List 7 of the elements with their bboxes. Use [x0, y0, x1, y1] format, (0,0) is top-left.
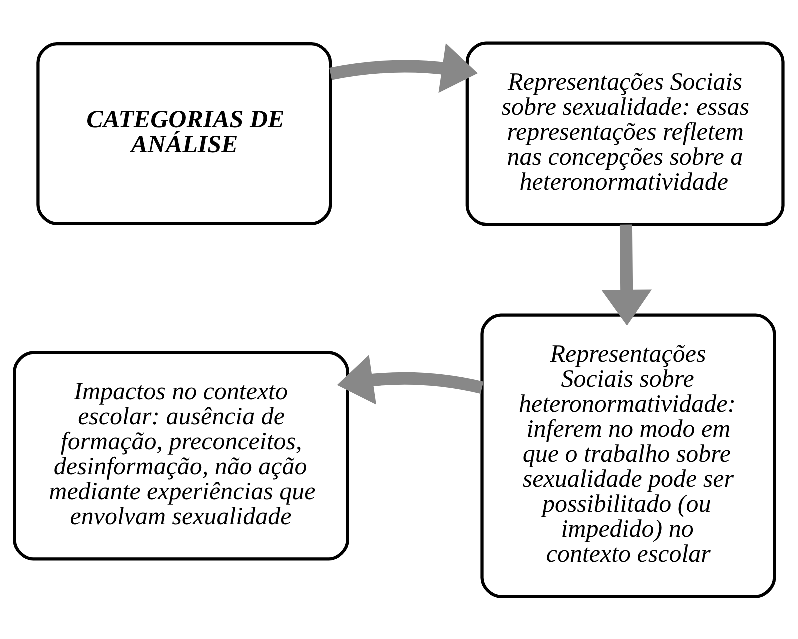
node-box: Representações Sociais sobre sexualidade: essas representações refletem nas concepções sobre a heteronormatividade [466, 41, 785, 226]
arrow [337, 354, 484, 404]
arrow [330, 42, 478, 93]
node-box: Representações Sociais sobre heteronormatividade: inferem no modo em que o trabalho sobre sexualidade pode ser possibilitado (ou impedido) no contexto escolar [480, 313, 776, 598]
arrow [602, 224, 652, 326]
node-box: Impactos no contexto escolar: ausência de formação, preconceitos, desinformação, não ação mediante experiências que envolvam sexualidade [13, 350, 350, 560]
node-box: CATEGORIAS DE ANÁLISE [36, 42, 332, 225]
